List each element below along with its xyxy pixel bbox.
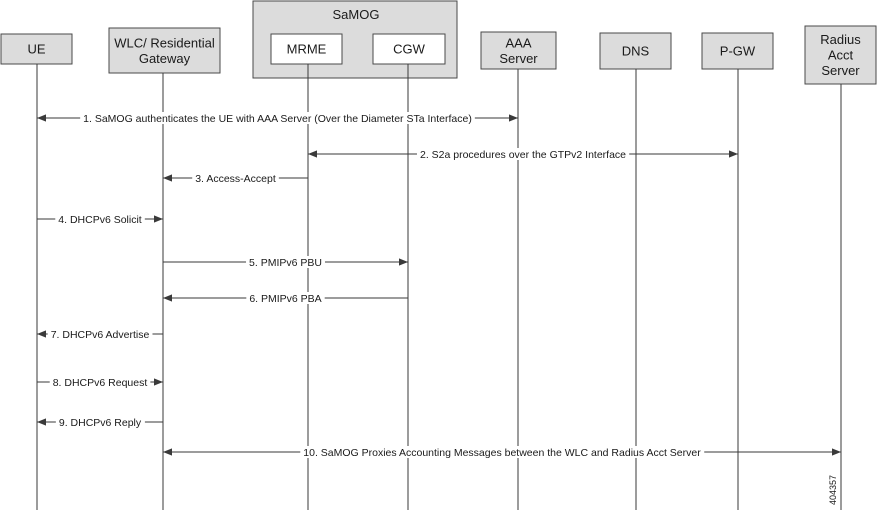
message-label-10: 10. SaMOG Proxies Accounting Messages be… bbox=[303, 447, 701, 459]
entity-box-wlc bbox=[108, 27, 221, 74]
entity-label-mrme: MRME bbox=[287, 42, 327, 57]
entity-label-aaa: AAA bbox=[505, 35, 531, 50]
entity-label-wlc: Gateway bbox=[139, 51, 191, 66]
message-label-8: 8. DHCPv6 Request bbox=[53, 377, 148, 389]
figure-number: 404357 bbox=[828, 475, 838, 505]
message-label-4: 4. DHCPv6 Solicit bbox=[58, 214, 142, 226]
entity-box-ue bbox=[0, 33, 73, 65]
message-label-6: 6. PMIPv6 PBA bbox=[249, 293, 321, 305]
entity-label-wlc: WLC/ Residential bbox=[114, 35, 215, 50]
message-label-3: 3. Access-Accept bbox=[195, 173, 276, 185]
entity-box-cgw bbox=[372, 33, 446, 65]
entity-box-mrme bbox=[270, 33, 343, 65]
message-label-2: 2. S2a procedures over the GTPv2 Interfa… bbox=[420, 149, 626, 161]
message-label-bg-2 bbox=[416, 148, 630, 160]
message-label-5: 5. PMIPv6 PBU bbox=[249, 257, 322, 269]
entity-label-radius: Acct bbox=[828, 48, 854, 63]
entity-label-ue: UE bbox=[27, 42, 45, 57]
samog-group-label: SaMOG bbox=[333, 7, 380, 22]
entity-label-radius: Server bbox=[821, 63, 860, 78]
message-label-9: 9. DHCPv6 Reply bbox=[59, 417, 142, 429]
message-label-bg-4 bbox=[55, 213, 145, 225]
message-label-bg-7 bbox=[47, 328, 153, 340]
entity-box-pgw bbox=[701, 32, 774, 70]
message-label-bg-8 bbox=[49, 376, 151, 388]
message-label-bg-3 bbox=[192, 172, 279, 184]
entity-label-aaa: Server bbox=[499, 51, 538, 66]
entity-label-dns: DNS bbox=[622, 44, 650, 59]
message-label-bg-6 bbox=[246, 292, 325, 304]
entity-label-pgw: P-GW bbox=[720, 44, 756, 59]
message-label-7: 7. DHCPv6 Advertise bbox=[51, 329, 150, 341]
entity-label-radius: Radius bbox=[820, 32, 861, 47]
message-label-bg-10 bbox=[300, 446, 705, 458]
entity-box-aaa bbox=[480, 31, 557, 70]
message-label-bg-1 bbox=[80, 112, 475, 124]
message-label-1: 1. SaMOG authenticates the UE with AAA S… bbox=[83, 113, 472, 125]
message-label-bg-5 bbox=[246, 256, 325, 268]
entity-label-cgw: CGW bbox=[393, 42, 426, 57]
message-label-bg-9 bbox=[55, 416, 145, 428]
